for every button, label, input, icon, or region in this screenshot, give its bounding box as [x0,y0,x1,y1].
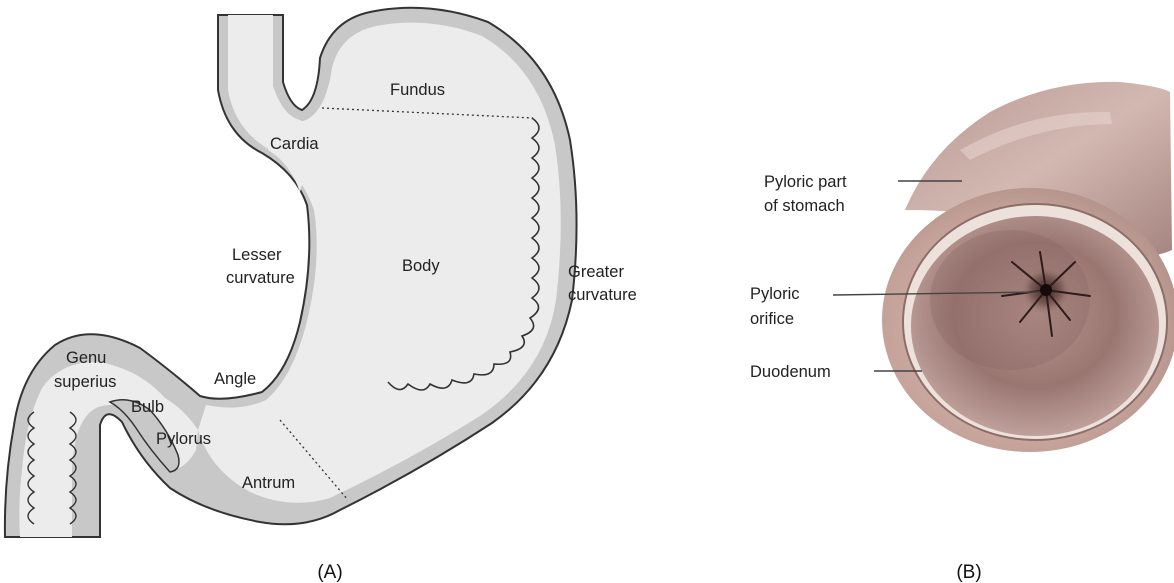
label-bulb: Bulb [131,398,164,416]
label-pyloric-part-2: of stomach [764,197,845,215]
label-pyloric-part-1: Pyloric part [764,173,847,191]
stomach-diagram: Fundus Cardia Lesser curvature Body Grea… [5,8,637,583]
label-lesser-curvature-1: Lesser [232,246,282,264]
caption-b: (B) [956,562,981,583]
label-lesser-curvature-2: curvature [226,269,295,287]
orifice-core [1040,284,1052,296]
label-pyloric-orifice-2: orifice [750,310,794,328]
caption-a: (A) [317,562,342,583]
label-genu-superius-2: superius [54,373,116,391]
label-greater-curvature-2: curvature [568,286,637,304]
label-cardia: Cardia [270,135,319,153]
label-pylorus: Pylorus [156,430,211,448]
label-pyloric-orifice-1: Pyloric [750,285,800,303]
label-duodenum: Duodenum [750,363,831,381]
label-body: Body [402,257,440,275]
label-genu-superius-1: Genu [66,349,106,367]
pylorus-illustration: Pyloric part of stomach Pyloric orifice … [750,82,1174,583]
label-antrum: Antrum [242,474,295,492]
label-angle: Angle [214,370,256,388]
label-greater-curvature-1: Greater [568,263,624,281]
label-fundus: Fundus [390,81,445,99]
